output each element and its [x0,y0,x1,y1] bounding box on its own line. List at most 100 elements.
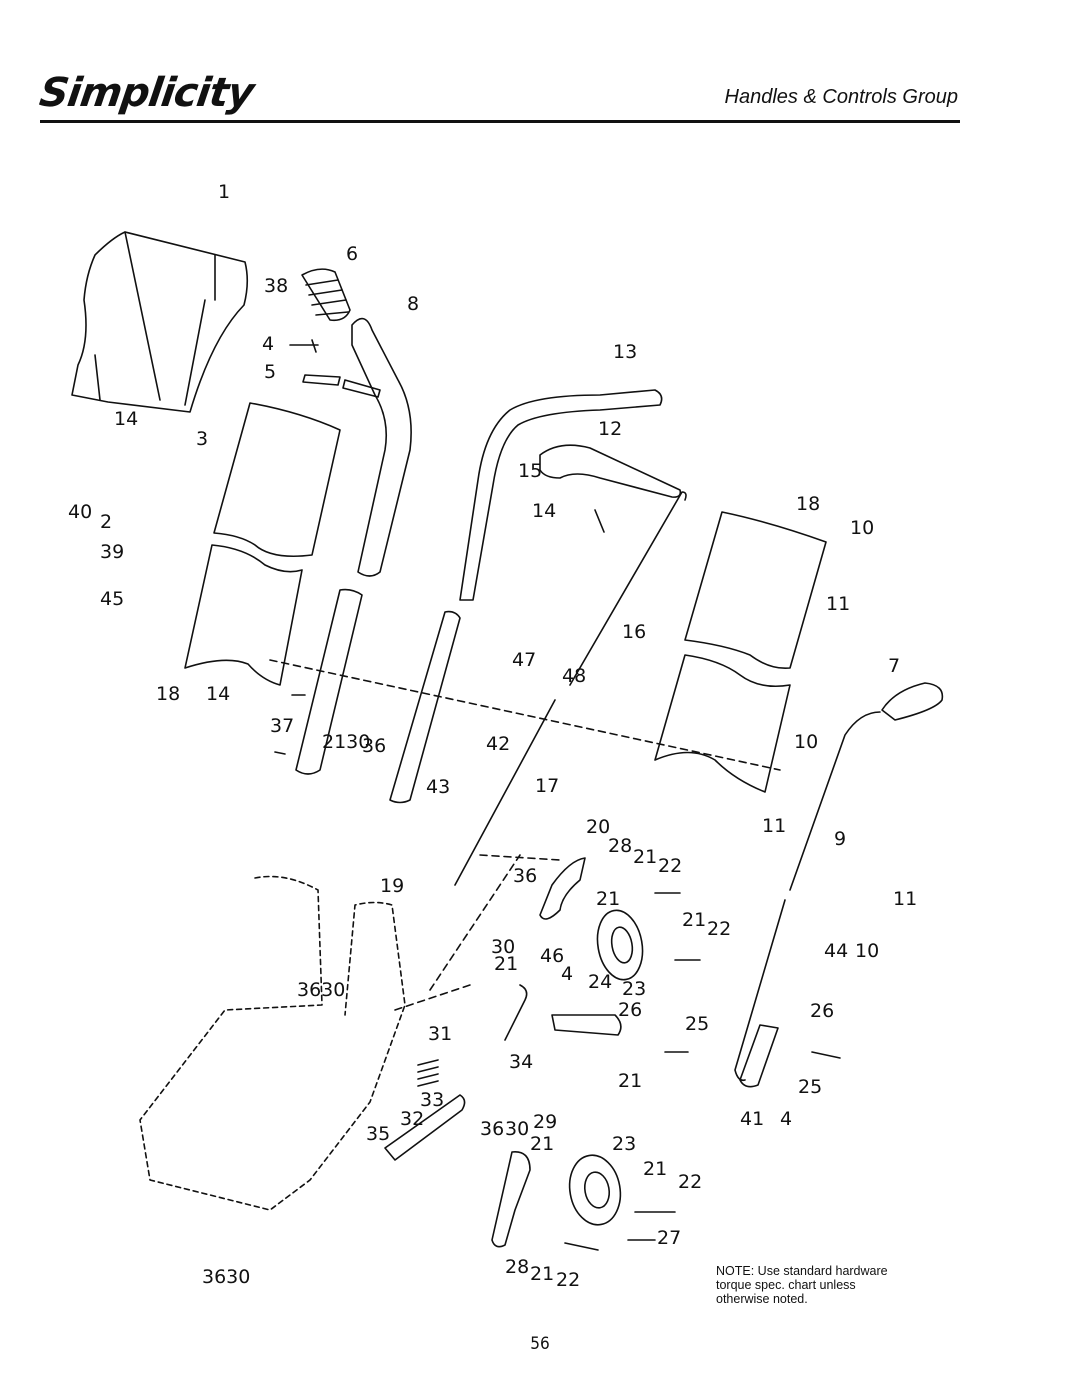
callout: 23 [622,978,646,1000]
callout: 9 [834,828,846,850]
callout: 37 [270,715,294,737]
callout: 46 [540,945,564,967]
bracket-20-part [539,857,586,920]
callout: 34 [509,1051,533,1073]
hardware-note: NOTE: Use standard hardware torque spec.… [716,1264,956,1306]
callout: 12 [598,418,622,440]
rod-part [569,491,687,686]
callout: 42 [486,733,510,755]
rod-17-part [454,699,556,886]
callout: 17 [535,775,559,797]
callout: 27 [657,1227,681,1249]
shift-rod-part [734,711,881,1082]
callout: 21 [530,1133,554,1155]
callout: 21 [633,846,657,868]
callout: 3 [196,428,208,450]
callout: 38 [264,275,288,297]
callout: 30 [491,936,515,958]
callout: 21 [682,909,706,931]
note-line: otherwise noted. [716,1292,808,1306]
callout: 11 [893,888,917,910]
callout: 20 [586,816,610,838]
bolt-part [274,509,841,1251]
callout: 10 [794,731,818,753]
lower-handle-left [295,588,363,775]
bracket-part [539,444,682,498]
callout: 35 [366,1123,390,1145]
callout-labels: 1 38 6 8 4 5 13 14 3 12 15 40 2 39 14 18… [68,181,917,1291]
callout: 14 [114,408,138,430]
callout: 16 [622,621,646,643]
side-panel-left-upper [213,402,341,558]
callout: 26 [618,999,642,1021]
callout: 33 [420,1089,444,1111]
boot-part [301,268,351,322]
callout: 40 [68,501,92,523]
callout: 4 [561,963,573,985]
callout: 5 [264,361,276,383]
pulley-lower-part [568,1154,622,1226]
callout: 22 [556,1269,580,1291]
callout: 11 [762,815,786,837]
callout: 21 [618,1070,642,1092]
callout: 28 [505,1256,529,1278]
callout: 13 [613,341,637,363]
callout: 8 [407,293,419,315]
callout: 22 [658,855,682,877]
callout: 3630 [297,979,345,1001]
callout: 21 [643,1158,667,1180]
callout: 18 [156,683,180,705]
section-title: Handles & Controls Group [724,86,958,108]
callout: 7 [888,655,900,677]
callout: 6 [346,243,358,265]
callout: 36 [513,865,537,887]
callout: 21 [596,888,620,910]
pin-part [302,374,381,398]
arm-35-part [384,1094,466,1161]
callout: 4 [780,1108,792,1130]
callout: 36 [362,735,386,757]
housing-part [139,875,406,1211]
bracket-41-part [739,1024,779,1088]
note-line: torque spec. chart unless [716,1278,856,1292]
arm-24-part [551,1014,622,1036]
page-number: 56 [530,1334,550,1354]
callout: 41 [740,1108,764,1130]
callout: 10 [850,517,874,539]
callout: 39 [100,541,124,563]
right-handle-part [459,389,663,601]
grip-part [881,682,944,721]
callout: 10 [855,940,879,962]
callout: 32 [400,1108,424,1130]
callout: 14 [532,500,556,522]
note-line: NOTE: Use standard hardware [716,1264,888,1278]
callout: 26 [810,1000,834,1022]
bracket-29-part [491,1151,531,1248]
callout: 29 [533,1111,557,1133]
callout: 14 [206,683,230,705]
lower-handle-right [389,610,461,804]
callout: 11 [826,593,850,615]
callout: 24 [588,971,612,993]
callout: 23 [612,1133,636,1155]
callout: 28 [608,835,632,857]
callout: 15 [518,460,542,482]
callout: 2 [100,511,112,533]
header-rule [40,120,960,123]
callout: 36 [480,1118,504,1140]
callout: 21 [530,1263,554,1285]
side-panel-right-upper [684,511,827,670]
callout: 22 [707,918,731,940]
upper-handle-part [351,317,412,577]
callout: 25 [798,1076,822,1098]
callout: 19 [380,875,404,897]
side-panel-right-lower [654,654,791,793]
callout: 1 [218,181,230,203]
callout: 44 [824,940,848,962]
callout: 48 [562,665,586,687]
side-panel-left-lower [184,544,303,686]
callout: 43 [426,776,450,798]
callout: 18 [796,493,820,515]
callout: 31 [428,1023,452,1045]
